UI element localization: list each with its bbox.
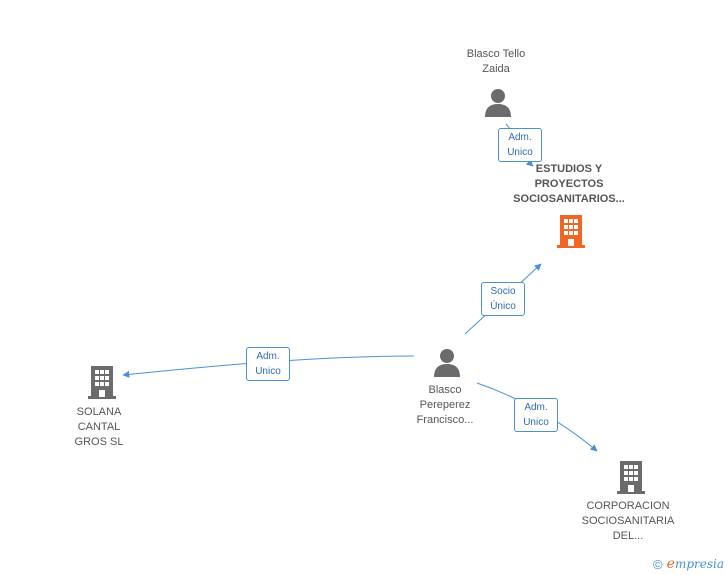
footer-brand: © empresia <box>653 556 724 572</box>
relation-label-adm-unico[interactable]: Adm. Unico <box>514 398 558 432</box>
label-line: CANTAL <box>77 421 121 433</box>
label-line: SOCIOSANITARIOS... <box>513 193 625 205</box>
copyright-icon: © <box>653 556 663 572</box>
relation-line: Adm. <box>524 402 548 413</box>
label-line: ESTUDIOS Y <box>535 163 603 175</box>
label-line: GROS SL <box>74 436 124 448</box>
label-line: SOCIOSANITARIA <box>581 515 675 527</box>
relation-label-socio-unico[interactable]: Socio Único <box>481 282 525 316</box>
relation-line: Adm. <box>256 351 280 362</box>
building-icon[interactable] <box>616 460 646 494</box>
person-icon[interactable] <box>433 348 461 378</box>
label-line: CORPORACION <box>586 500 670 512</box>
company-label-estudios[interactable]: ESTUDIOS Y PROYECTOS SOCIOSANITARIOS... <box>499 162 639 207</box>
relation-line: Adm. <box>508 132 532 143</box>
company-label-solana[interactable]: SOLANA CANTAL GROS SL <box>59 405 139 450</box>
label-line: Blasco Tello <box>466 48 526 60</box>
person-icon[interactable] <box>484 88 512 118</box>
logo-e: e <box>666 556 675 572</box>
empresia-logo[interactable]: empresia <box>667 556 724 572</box>
label-line: Zaida <box>482 63 510 75</box>
relation-line: Único <box>490 301 516 312</box>
relation-line: Unico <box>255 366 281 377</box>
building-icon[interactable] <box>87 365 117 399</box>
label-line: Francisco... <box>416 414 474 426</box>
relation-label-adm-unico[interactable]: Adm. Unico <box>246 347 290 381</box>
relation-line: Unico <box>523 417 549 428</box>
person-label-blasco-pereperez[interactable]: Blasco Pereperez Francisco... <box>395 383 495 428</box>
relation-line: Socio <box>490 286 516 297</box>
building-icon-highlighted[interactable] <box>556 214 586 248</box>
company-label-corporacion[interactable]: CORPORACION SOCIOSANITARIA DEL... <box>573 499 683 544</box>
label-line: Pereperez <box>419 399 471 411</box>
label-line: SOLANA <box>76 406 122 418</box>
label-line: Blasco <box>428 384 462 396</box>
relation-label-adm-unico[interactable]: Adm. Unico <box>498 128 542 162</box>
relation-line: Unico <box>507 147 533 158</box>
label-line: DEL... <box>612 530 644 542</box>
logo-text: mpresia <box>674 557 724 571</box>
label-line: PROYECTOS <box>534 178 604 190</box>
person-label-blasco-tello[interactable]: Blasco Tello Zaida <box>446 47 546 77</box>
